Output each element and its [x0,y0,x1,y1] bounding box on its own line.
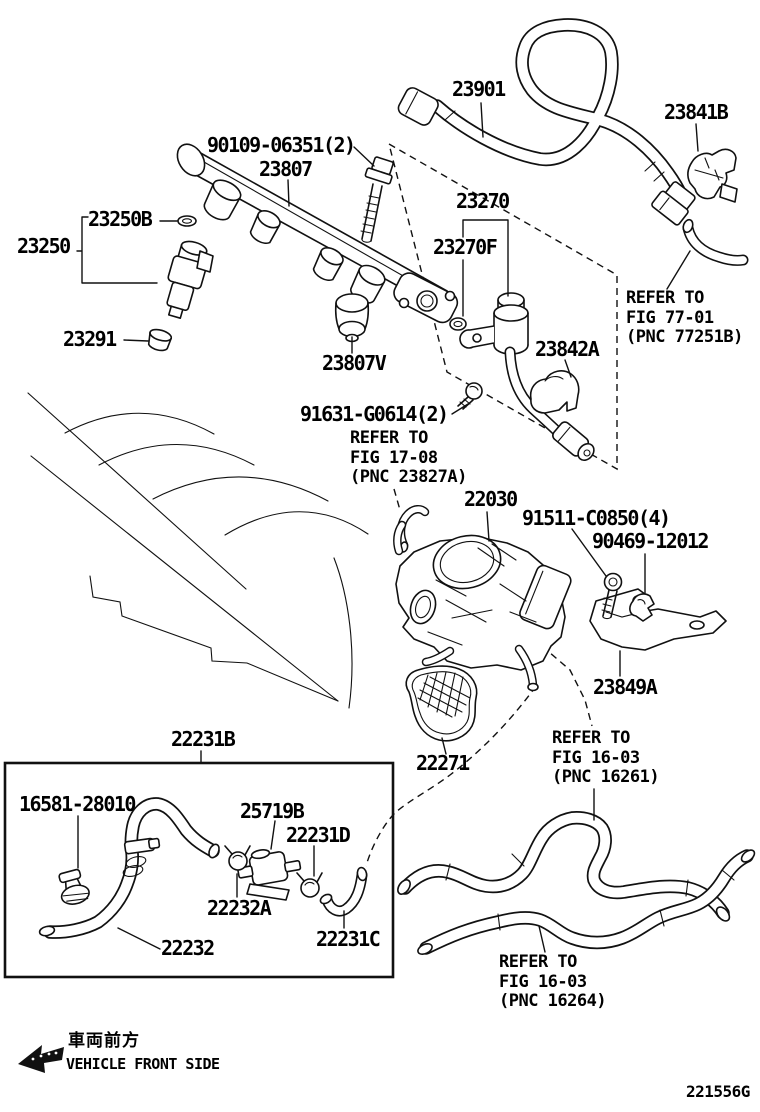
hose-fig1603-upper [397,811,731,922]
note-fig-16-03-lower: REFER TO FIG 16-03 (PNC 16264) [499,952,607,1012]
clip-16581 [58,868,90,905]
oring-23250B [177,215,197,227]
part-label-23250: 23250 [17,234,71,258]
part-label-16581-28010: 16581-28010 [19,792,136,816]
part-label-90109-06351: 90109-06351(2) [207,133,356,157]
part-label-91631-G0614: 91631-G0614(2) [300,402,449,426]
grommet-23291 [147,328,173,352]
injector-socket [249,210,281,245]
gasket-22271 [405,665,478,742]
part-label-90469-12012: 90469-12012 [592,529,709,553]
part-label-23842A: 23842A [535,337,600,361]
injector-socket [203,179,242,221]
note-line: REFER TO [350,428,428,448]
vehicle-front-label-jp: 車両前方 [68,1031,140,1051]
part-label-23807V: 23807V [322,351,387,375]
engine-outline [27,392,369,709]
part-label-22232: 22232 [161,936,215,960]
note-line: FIG 16-03 [552,747,640,768]
bolt-90109 [360,156,394,243]
note-line: FIG 77-01 [626,307,714,328]
clip-23841B [687,148,738,203]
vehicle-front-label-en: VEHICLE FRONT SIDE [66,1055,220,1073]
part-label-23291: 23291 [63,327,117,351]
note-line: FIG 16-03 [499,971,587,992]
dashed-boundary [387,142,618,471]
part-label-25719B: 25719B [240,799,305,823]
part-label-91511-C0850: 91511-C0850(4) [522,506,671,530]
fuel-rail-23807 [176,143,459,324]
note-line: REFER TO [499,952,577,972]
part-label-22231C: 22231C [316,927,381,951]
part-label-22232A: 22232A [207,896,272,920]
part-label-23849A: 23849A [593,675,658,699]
part-label-23270F: 23270F [433,235,498,259]
hose-fig1603-lower [417,849,756,955]
front-arrow [18,1045,64,1073]
part-label-23270: 23270 [456,189,510,213]
note-line: (PNC 16264) [499,991,607,1011]
dashed-pointers [365,488,593,867]
note-fig-16-03-upper: REFER TO FIG 16-03 (PNC 16261) [552,728,660,788]
part-label-23901: 23901 [452,77,506,101]
bolt-91511 [601,572,623,620]
note-line: REFER TO [552,728,630,748]
oring-23270F [449,317,467,331]
clamp-22231D [296,872,323,898]
part-label-22231D: 22231D [286,823,351,847]
part-label-23250B: 23250B [88,207,153,231]
throttle-body-22030 [393,520,572,692]
injector-socket [312,247,344,282]
parts-box-22231B [3,761,395,979]
clamp-22232A [224,845,251,871]
figure-code: 221556G [686,1082,750,1101]
leader-lines [76,102,699,953]
clamp-23842A [529,370,580,414]
part-label-23841B: 23841B [664,100,729,124]
hose-23901 [397,18,696,226]
rail-end-flange [393,272,459,324]
note-line: FIG 17-08 [350,447,438,468]
part-label-22271: 22271 [416,751,470,775]
note-fig-17-08: REFER TO FIG 17-08 (PNC 23827A) [350,428,467,488]
quick-connector [651,181,696,226]
bracket-23849A [589,588,727,651]
clamp-90469 [629,593,655,622]
part-label-22231B: 22231B [171,727,236,751]
note-fig-77-01: REFER TO FIG 77-01 (PNC 77251B) [626,288,743,348]
purge-valve-23270 [459,292,595,462]
note-line: (PNC 77251B) [626,327,743,347]
hose-clamp [122,837,161,877]
hose-fig77 [682,218,749,266]
note-line: (PNC 23827A) [350,467,467,487]
hose-22231C [319,866,368,917]
note-line: REFER TO [626,288,704,308]
bolt-91631 [457,382,483,410]
injector-23250 [166,240,214,319]
hose-22232 [38,797,220,939]
hose-end-fitting-left [397,87,439,126]
note-line: (PNC 16261) [552,767,660,787]
insulator-23807V [334,293,370,343]
part-label-23807: 23807 [259,157,313,181]
valve-25719B [237,849,302,901]
part-label-22030: 22030 [464,487,518,511]
